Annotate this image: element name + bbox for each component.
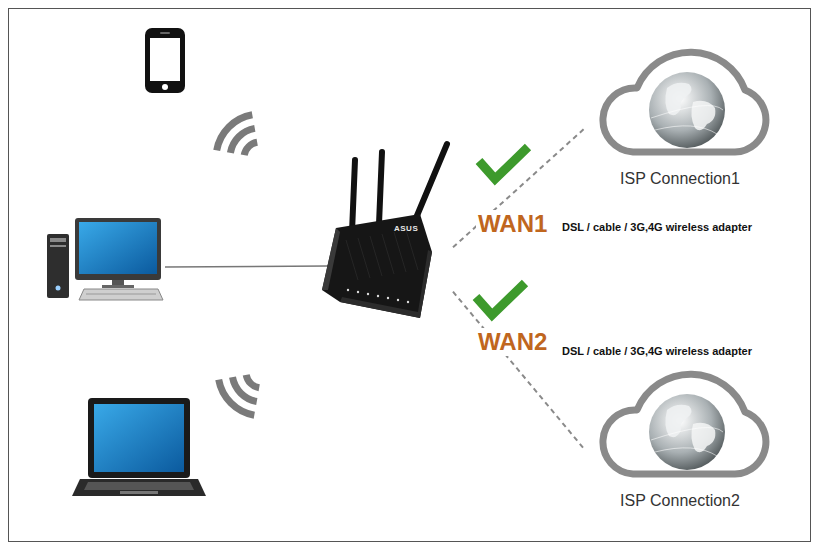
router-pattern	[358, 238, 370, 278]
wan-label: WAN1	[476, 210, 549, 238]
isp-name: ISP Connection2	[585, 492, 775, 510]
status-light	[347, 289, 349, 291]
laptop-computer	[72, 398, 206, 496]
desktop-computer	[79, 289, 163, 300]
wifi-signal	[219, 375, 260, 416]
globe-lines	[651, 106, 723, 135]
phone-icon	[160, 32, 170, 34]
frame	[9, 9, 811, 542]
wifi-signal	[230, 128, 254, 152]
wan-label: WAN2	[476, 328, 549, 356]
status-light	[407, 301, 409, 303]
wifi-signal	[217, 115, 258, 156]
router-edge	[322, 228, 340, 290]
phone-icon	[162, 84, 168, 90]
phone-icon	[145, 28, 185, 93]
desktop-computer	[86, 294, 156, 295]
desktop-computer	[47, 234, 69, 298]
brand-logo: ASUS	[394, 224, 418, 233]
globe-lines	[651, 428, 723, 457]
router-pattern	[346, 240, 358, 280]
isp-cloud: ISP Connection1	[585, 40, 775, 200]
status-light	[397, 299, 399, 301]
wifi-signal	[244, 142, 257, 155]
check-mark	[476, 283, 525, 315]
router-edge	[340, 250, 432, 318]
phone-icon	[150, 38, 180, 81]
router-pattern	[394, 232, 406, 272]
router-pattern	[382, 234, 394, 274]
desktop-computer	[102, 285, 134, 288]
check-mark	[479, 147, 528, 179]
phone-icon	[145, 28, 185, 93]
status-light	[377, 295, 379, 297]
router-node: ASUS	[318, 140, 453, 325]
isp-name: ISP Connection1	[585, 170, 775, 188]
router-pattern	[406, 230, 418, 270]
router-case	[322, 214, 432, 318]
desktop-computer	[47, 218, 163, 300]
antenna	[379, 152, 382, 224]
wifi-signal	[233, 377, 257, 401]
router-pattern	[370, 236, 382, 276]
wifi-signal	[217, 115, 253, 151]
status-light	[387, 297, 389, 299]
router-node-shape	[318, 140, 453, 325]
cloud-outline	[603, 374, 766, 474]
status-light	[367, 293, 369, 295]
connection-type: DSL / cable / 3G,4G wireless adapter	[561, 344, 753, 358]
cloud-outline	[603, 52, 766, 152]
laptop-computer	[120, 491, 158, 494]
connection-type: DSL / cable / 3G,4G wireless adapter	[561, 220, 753, 234]
router-body	[322, 144, 447, 318]
antenna	[416, 144, 447, 218]
desktop-computer	[56, 286, 61, 291]
laptop-computer	[84, 482, 194, 490]
laptop-computer	[94, 404, 184, 472]
status-light	[357, 291, 359, 293]
isp-cloud: ISP Connection2	[585, 362, 775, 522]
desktop-computer	[50, 238, 66, 242]
wifi-signal	[246, 375, 259, 388]
ethernet-cable	[165, 266, 328, 267]
desktop-computer	[50, 245, 66, 247]
globe	[649, 72, 725, 148]
wifi-signal	[219, 380, 255, 416]
laptop-computer	[72, 479, 206, 496]
antenna	[352, 160, 355, 232]
wan-link	[453, 292, 585, 450]
desktop-computer	[75, 218, 161, 280]
laptop-computer	[88, 398, 190, 478]
globe	[649, 394, 725, 470]
desktop-computer	[79, 222, 157, 274]
